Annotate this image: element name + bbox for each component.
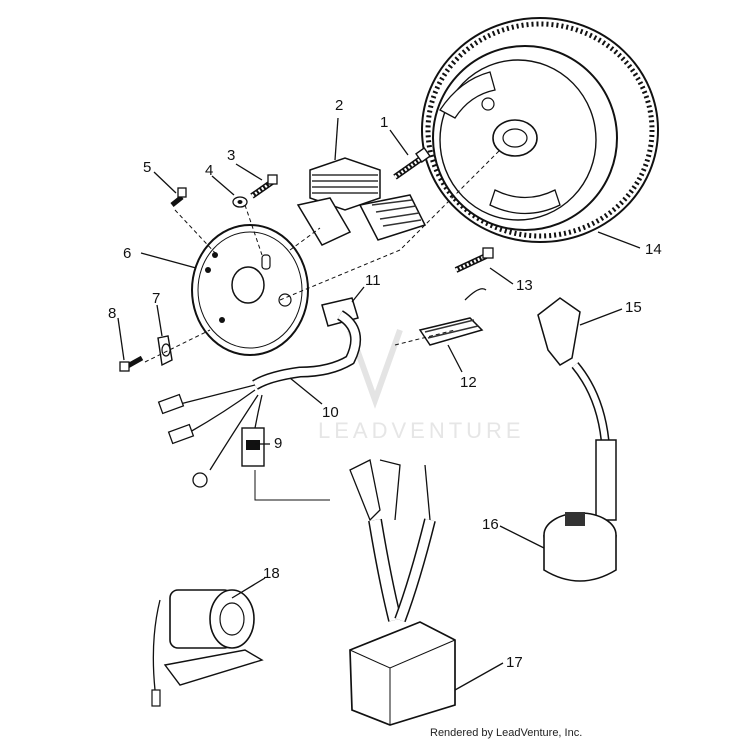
spark-plug-cap bbox=[537, 297, 610, 441]
watermark-text: LEADVENTURE bbox=[318, 418, 525, 443]
callout-5: 5 bbox=[143, 159, 151, 176]
callout-2: 2 bbox=[335, 97, 343, 114]
stator-coil bbox=[296, 157, 427, 246]
assembly-lines bbox=[144, 149, 501, 501]
screw-13 bbox=[454, 247, 494, 273]
callout-3: 3 bbox=[227, 147, 235, 164]
flywheel bbox=[421, 17, 659, 243]
cdi-module bbox=[349, 459, 456, 726]
callout-18: 18 bbox=[263, 565, 280, 582]
starter-solenoid bbox=[151, 589, 264, 707]
screw-3 bbox=[250, 174, 278, 199]
screw-5 bbox=[170, 187, 187, 207]
watermark: LEADVENTURE bbox=[318, 328, 525, 443]
screw-8 bbox=[119, 355, 144, 372]
callout-11: 11 bbox=[365, 272, 381, 289]
stator-plate bbox=[191, 224, 309, 356]
bolt-1 bbox=[393, 147, 431, 180]
callout-8: 8 bbox=[108, 305, 116, 322]
leader-lines bbox=[117, 117, 641, 691]
callout-17: 17 bbox=[506, 654, 523, 671]
callout-numbers: 1 2 3 4 5 6 7 8 9 10 11 12 13 14 15 16 1… bbox=[108, 97, 662, 671]
callout-6: 6 bbox=[123, 245, 131, 262]
callout-16: 16 bbox=[482, 516, 499, 533]
wire-harness bbox=[157, 310, 362, 488]
callout-15: 15 bbox=[625, 299, 642, 316]
washer-4 bbox=[232, 196, 248, 208]
callout-4: 4 bbox=[205, 162, 213, 179]
clamp-7 bbox=[157, 335, 173, 367]
callout-1: 1 bbox=[380, 114, 388, 131]
callout-14: 14 bbox=[645, 241, 662, 258]
credit-text: Rendered by LeadVenture, Inc. bbox=[430, 727, 582, 739]
ignition-coil bbox=[543, 439, 617, 582]
callout-9: 9 bbox=[274, 435, 282, 452]
callout-12: 12 bbox=[460, 374, 477, 391]
callout-13: 13 bbox=[516, 277, 533, 294]
callout-7: 7 bbox=[152, 290, 160, 307]
callout-10: 10 bbox=[322, 404, 339, 421]
